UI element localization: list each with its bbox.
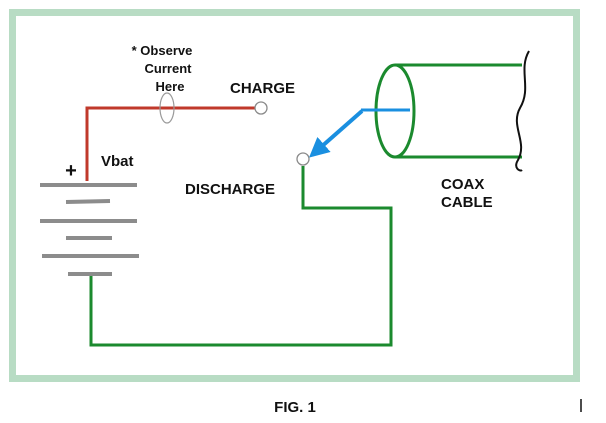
battery bbox=[40, 183, 139, 276]
battery-name-label: Vbat bbox=[101, 153, 134, 170]
coax-label-line-2: CABLE bbox=[441, 194, 493, 211]
discharge-terminal-circle-icon[interactable] bbox=[296, 152, 310, 166]
observe-note-line-2: Current bbox=[145, 61, 193, 76]
battery-plus-label: + bbox=[65, 160, 77, 182]
coax-label-line-1: COAX bbox=[441, 176, 484, 193]
battery-plate bbox=[65, 199, 111, 204]
arrow-icon[interactable] bbox=[308, 109, 364, 158]
charge-label: CHARGE bbox=[230, 80, 295, 97]
charge-terminal-circle-icon[interactable] bbox=[254, 101, 268, 115]
ground-wire bbox=[89, 166, 393, 347]
coax-break-line bbox=[515, 50, 530, 172]
current-probe-ellipse bbox=[159, 92, 175, 124]
figure-frame bbox=[9, 9, 580, 382]
observe-note-line-1: * Observe bbox=[132, 43, 193, 58]
figure-caption: FIG. 1 bbox=[274, 399, 316, 416]
charge-wire bbox=[85, 106, 261, 181]
observe-note-line-3: Here bbox=[156, 79, 185, 94]
discharge-label: DISCHARGE bbox=[185, 181, 275, 198]
